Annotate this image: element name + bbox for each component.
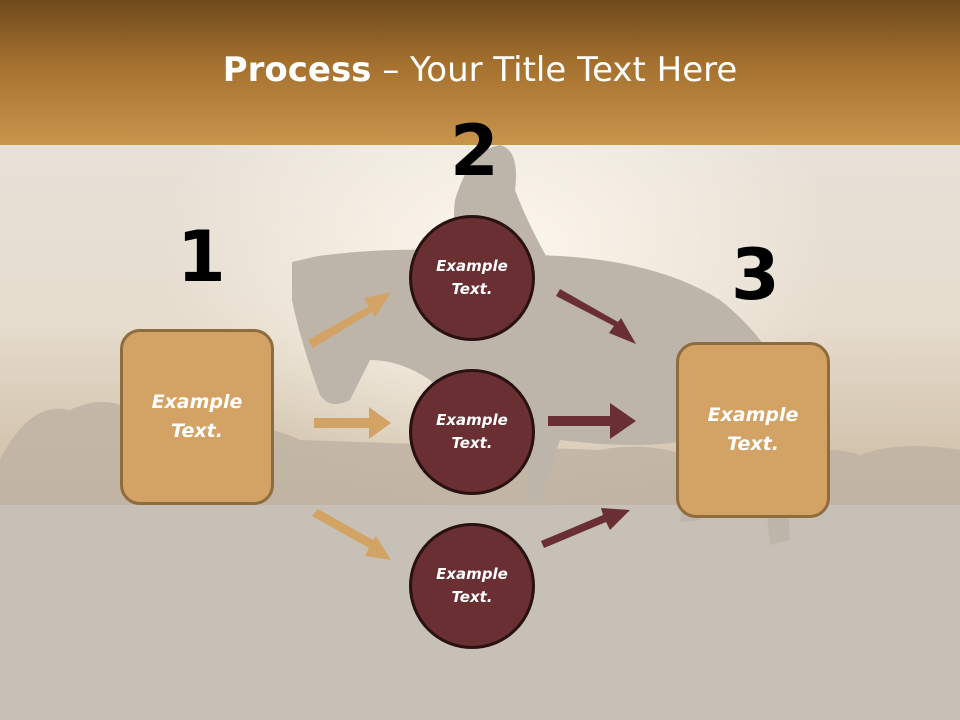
circle-bottom: Example Text. <box>409 523 535 649</box>
title-bar <box>0 0 960 145</box>
circle-middle-text: Example Text. <box>436 411 508 452</box>
arrow-left-middle <box>314 407 391 439</box>
left-box: Example Text. <box>120 329 274 505</box>
circle-top-text: Example Text. <box>436 257 508 298</box>
left-box-text: Example Text. <box>151 391 243 442</box>
slide-title: Process – Your Title Text Here <box>0 50 960 90</box>
arrow-right-middle <box>548 403 636 439</box>
circle-middle: Example Text. <box>409 369 535 495</box>
arrow-right-top <box>556 289 636 344</box>
arrow-right-bottom <box>541 508 630 548</box>
title-bold: Process <box>222 50 372 90</box>
step-number-1: 1 <box>177 216 226 298</box>
step-number-3: 3 <box>731 234 780 316</box>
title-rest: – Your Title Text Here <box>371 50 738 90</box>
arrow-left-bottom <box>312 509 391 560</box>
right-box-text: Example Text. <box>707 404 799 455</box>
step-number-2: 2 <box>450 110 499 192</box>
right-box: Example Text. <box>676 342 830 518</box>
arrow-left-top <box>308 292 391 348</box>
circle-top: Example Text. <box>409 215 535 341</box>
circle-bottom-text: Example Text. <box>436 565 508 606</box>
